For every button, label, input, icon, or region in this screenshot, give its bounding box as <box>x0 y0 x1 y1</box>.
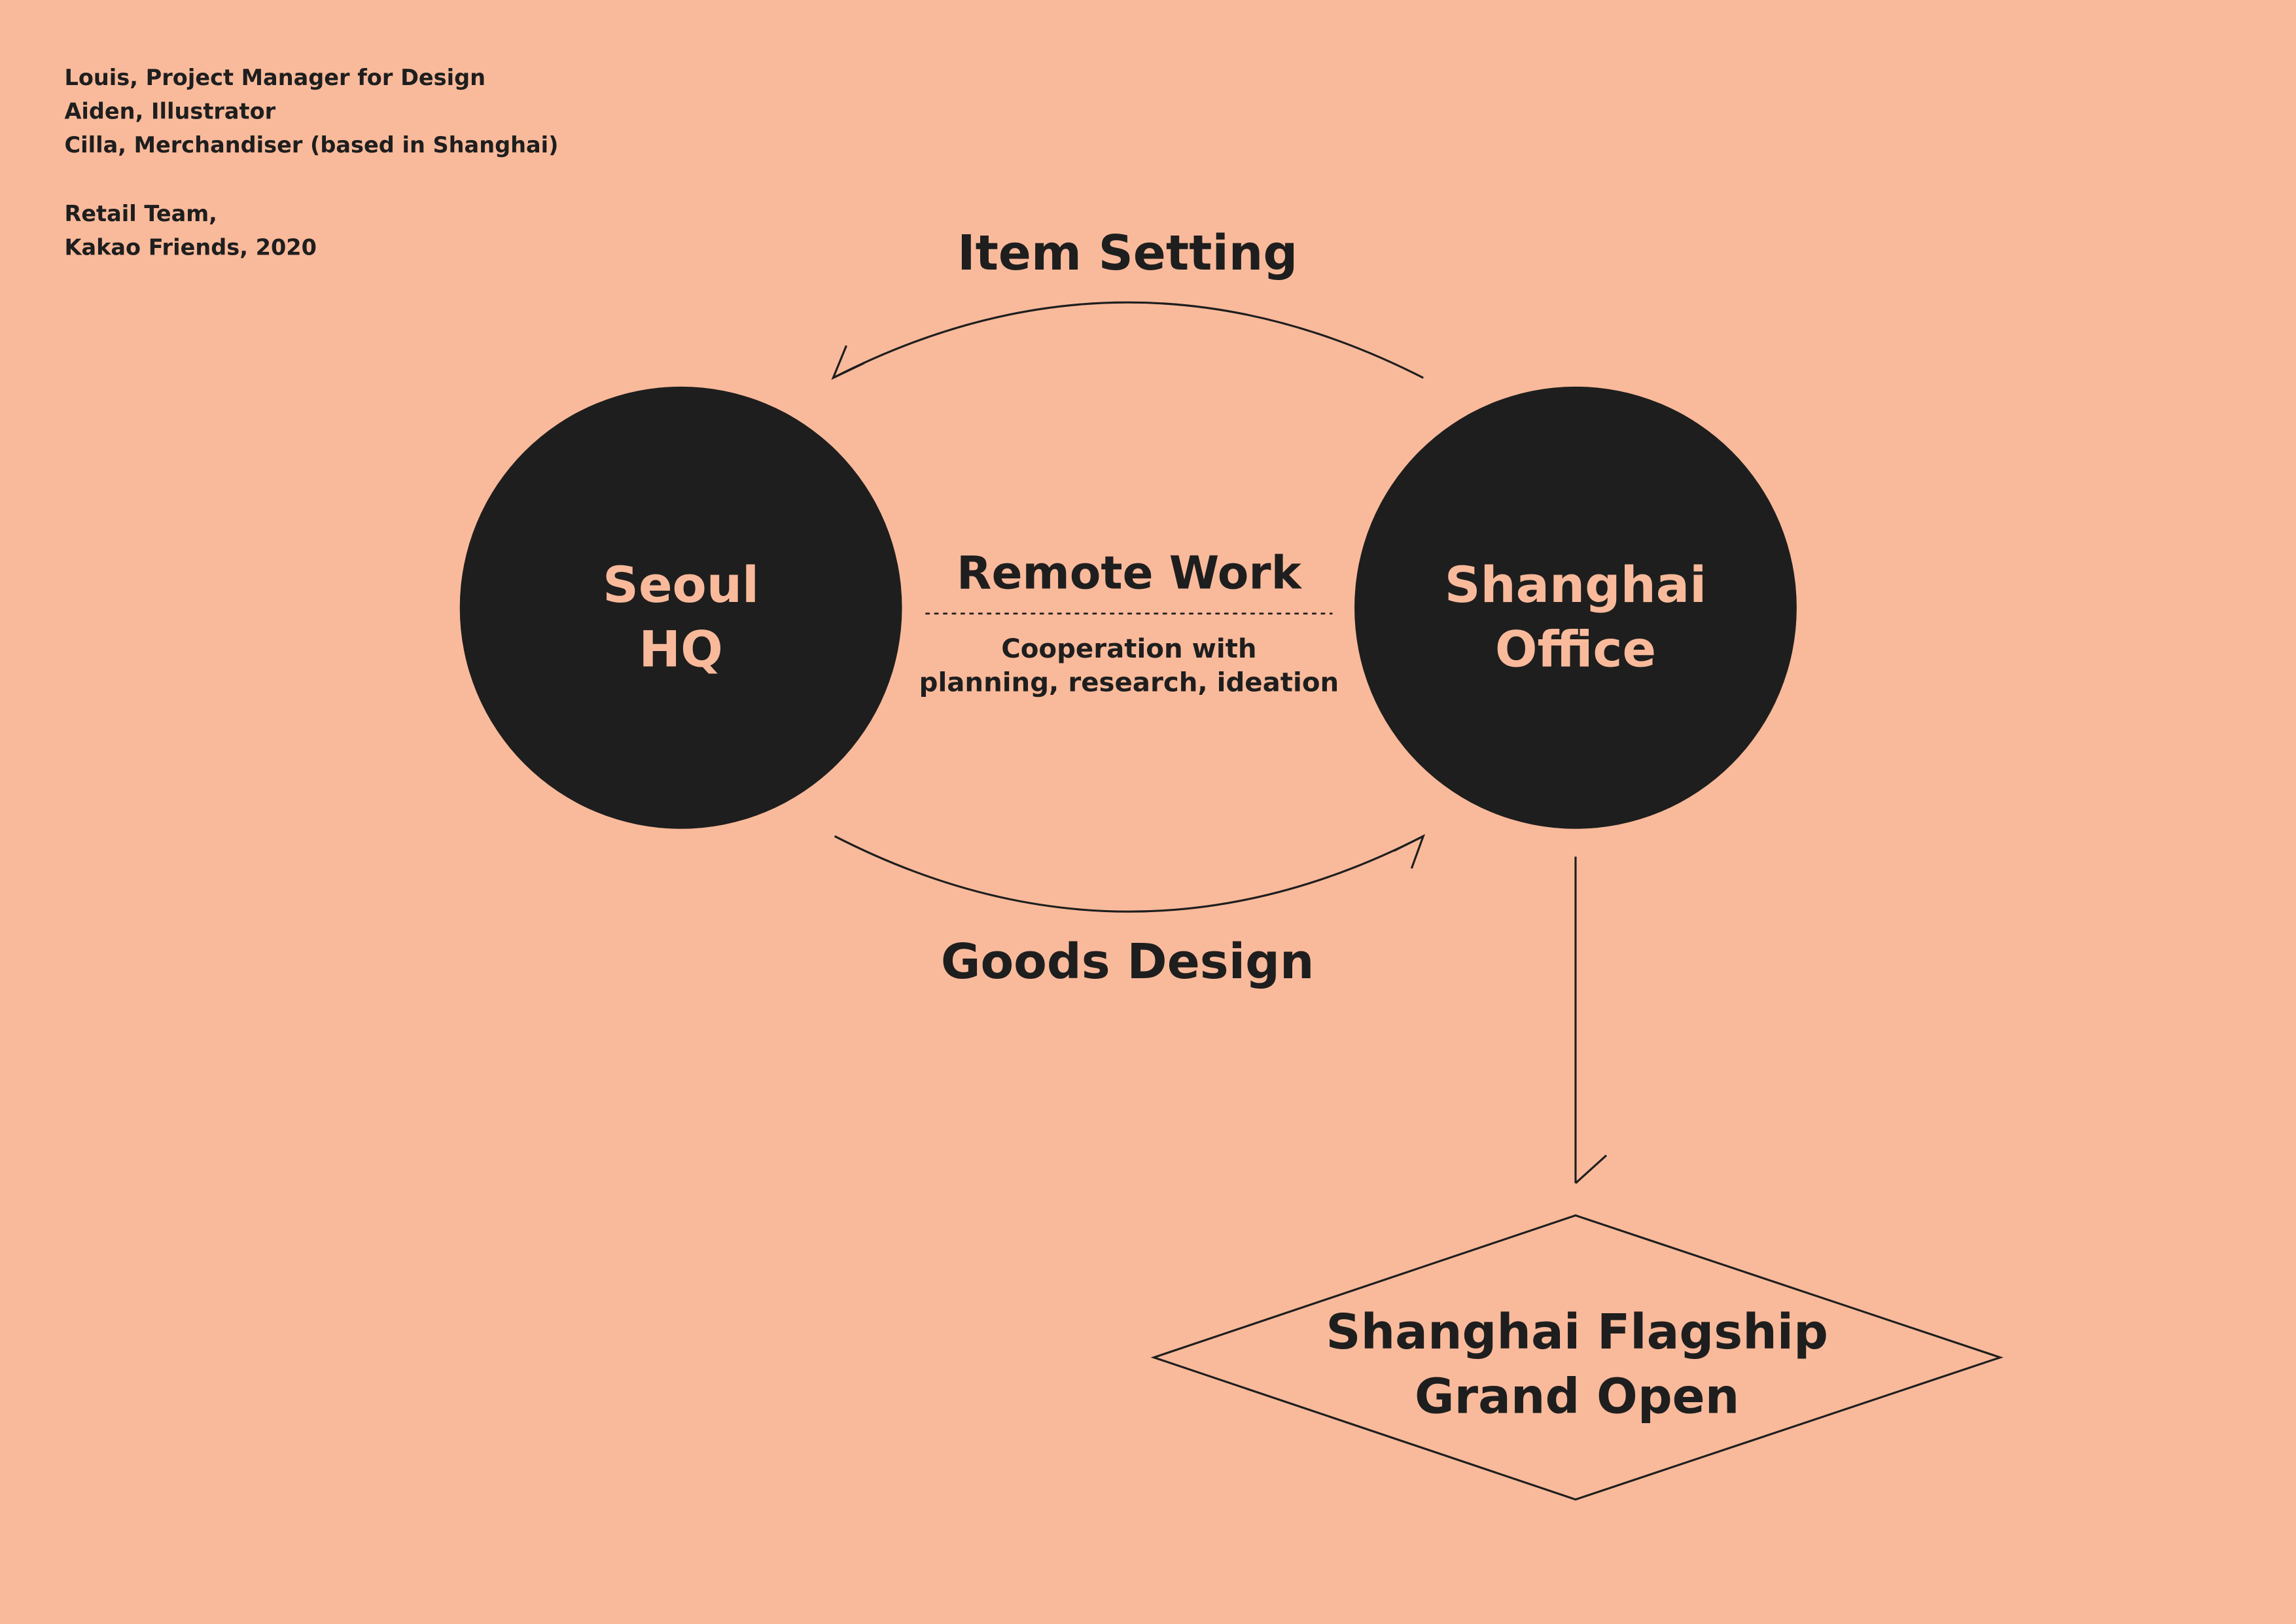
seoul-label-2: HQ <box>639 620 722 678</box>
flagship-label-1: Shanghai Flagship <box>1326 1304 1828 1360</box>
flow-label-top: Item Setting <box>957 225 1298 281</box>
credit-line: Kakao Friends, 2020 <box>64 234 317 260</box>
arrowhead-bottom <box>1393 834 1426 869</box>
credit-line: Retail Team, <box>64 201 217 226</box>
credit-line: Cilla, Merchandiser (based in Shanghai) <box>64 132 558 158</box>
shanghai-circle <box>1354 386 1797 829</box>
credit-line: Louis, Project Manager for Design <box>64 65 486 90</box>
flagship-label-2: Grand Open <box>1415 1369 1739 1425</box>
shanghai-label-1: Shanghai <box>1445 556 1707 614</box>
seoul-label-1: Seoul <box>603 556 759 614</box>
credits: Louis, Project Manager for Design Aiden,… <box>64 65 558 260</box>
node-shanghai: Shanghai Office <box>1354 386 1797 829</box>
node-seoul: Seoul HQ <box>459 386 902 829</box>
remote-work-title: Remote Work <box>957 548 1303 600</box>
shanghai-label-2: Office <box>1495 620 1656 678</box>
flagship-diamond <box>1150 1214 2004 1501</box>
arrowhead-down <box>1574 1154 1608 1184</box>
arrowhead-top <box>831 345 865 380</box>
remote-work-desc-1: Cooperation with <box>1001 634 1256 664</box>
seoul-circle <box>459 386 902 829</box>
arrow-top-arc <box>832 301 1424 379</box>
remote-work-desc-2: planning, research, ideation <box>919 667 1339 697</box>
flow-label-bottom: Goods Design <box>941 934 1315 990</box>
credit-line: Aiden, Illustrator <box>64 98 275 124</box>
node-flagship: Shanghai Flagship Grand Open <box>1150 1214 2004 1501</box>
arrow-bottom-arc <box>834 835 1424 913</box>
